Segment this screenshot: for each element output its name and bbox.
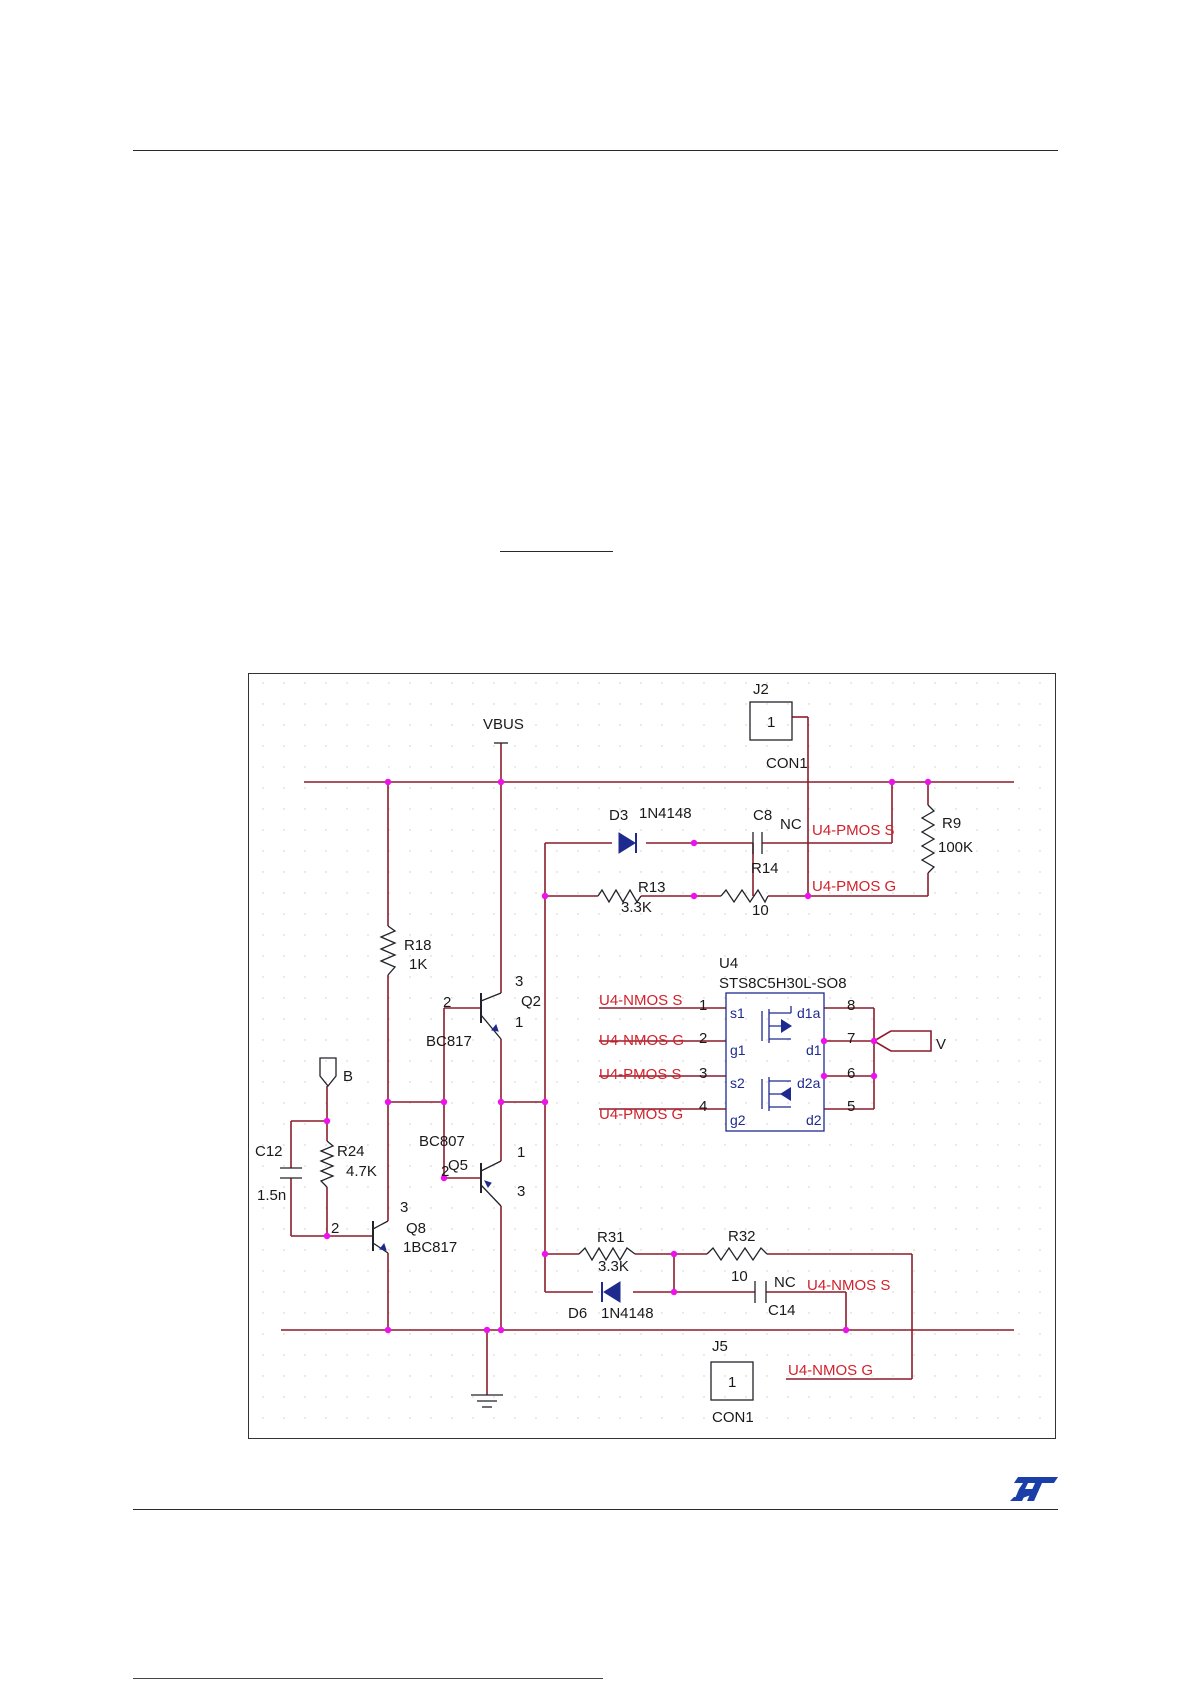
bottom-cut-line — [133, 1678, 603, 1679]
u4-pin3: 3 — [699, 1065, 707, 1082]
u4-g1: g1 — [730, 1042, 746, 1058]
r13-value: 3.3K — [621, 899, 652, 916]
u4-arrows — [780, 1019, 792, 1101]
footer-rule — [133, 1509, 1058, 1510]
j2-ref: J2 — [753, 681, 769, 698]
u4-d2: d2 — [806, 1112, 822, 1128]
u4-net-4: U4-PMOS G — [599, 1106, 683, 1123]
v-label: V — [936, 1036, 946, 1053]
r32-resistor — [706, 1246, 768, 1262]
r32-ref: R32 — [728, 1228, 756, 1245]
q2-pin1: 1 — [515, 1014, 523, 1031]
q8-type: 1BC817 — [403, 1239, 457, 1256]
j2-con: CON1 — [766, 755, 808, 772]
q8-pin2: 2 — [331, 1220, 339, 1237]
vbus-label: VBUS — [483, 716, 524, 733]
r24-resistor — [319, 1140, 335, 1188]
r9-value: 100K — [938, 839, 973, 856]
q8-ref: Q8 — [406, 1220, 426, 1237]
u4-s1: s1 — [730, 1005, 745, 1021]
q5-pin2: 2 — [441, 1163, 449, 1180]
r18-value: 1K — [409, 956, 427, 973]
r13-ref: R13 — [638, 879, 666, 896]
wires — [281, 716, 1014, 1395]
q5-pin1: 1 — [517, 1144, 525, 1161]
q2-ref: Q2 — [521, 993, 541, 1010]
r24-ref: R24 — [337, 1143, 365, 1160]
schematic-frame: VBUS J2 1 CON1 D3 1N4148 C8 NC R14 10 R1… — [248, 673, 1056, 1439]
q2-pin2: 2 — [443, 994, 451, 1011]
c12-ref: C12 — [255, 1143, 283, 1160]
u4-net-1: U4-NMOS S — [599, 992, 682, 1009]
r31-resistor — [578, 1246, 636, 1262]
u4-d1a: d1a — [797, 1005, 821, 1021]
c14-value: NC — [774, 1274, 796, 1291]
d6-value: 1N4148 — [601, 1305, 654, 1322]
b-label: B — [343, 1068, 353, 1085]
r31-ref: R31 — [597, 1229, 625, 1246]
r31-value: 3.3K — [598, 1258, 629, 1275]
schematic-diagram: VBUS J2 1 CON1 D3 1N4148 C8 NC R14 10 R1… — [249, 674, 1055, 1438]
u4-g2: g2 — [730, 1112, 746, 1128]
u4-d2a: d2a — [797, 1075, 821, 1091]
u4-pin4: 4 — [699, 1098, 707, 1115]
r14-ref: R14 — [751, 860, 779, 877]
u4-s2: s2 — [730, 1075, 745, 1091]
j5-ref: J5 — [712, 1338, 728, 1355]
q5-pin3: 3 — [517, 1183, 525, 1200]
r18-ref: R18 — [404, 937, 432, 954]
semiconductor-symbols — [379, 832, 637, 1303]
net-pmos-g: U4-PMOS G — [812, 878, 896, 895]
d6-ref: D6 — [568, 1305, 587, 1322]
net-nmos-g: U4-NMOS G — [788, 1362, 873, 1379]
grid-dots — [249, 674, 1055, 1438]
q2-type: BC817 — [426, 1033, 472, 1050]
components — [280, 701, 936, 1408]
u4-pin2: 2 — [699, 1030, 707, 1047]
d3-ref: D3 — [609, 807, 628, 824]
u4-pin7: 7 — [847, 1030, 855, 1047]
j5-con: CON1 — [712, 1409, 754, 1426]
u4-net-2: U4-NMOS G — [599, 1032, 684, 1049]
r18-resistor — [379, 925, 397, 976]
r14-resistor — [720, 888, 769, 904]
u4-ref: U4 — [719, 955, 738, 972]
q2-pin3: 3 — [515, 973, 523, 990]
j5-pin: 1 — [728, 1374, 736, 1391]
link-underline — [500, 551, 613, 552]
r14-value: 10 — [752, 902, 769, 919]
u4-pin8: 8 — [847, 997, 855, 1014]
junction-dots — [323, 778, 932, 1334]
st-logo-icon — [1010, 1477, 1058, 1501]
c14-ref: C14 — [768, 1302, 796, 1319]
j2-pin: 1 — [767, 714, 775, 731]
u4-pin5: 5 — [847, 1098, 855, 1115]
q5-ref: Q5 — [448, 1157, 468, 1174]
r32-value: 10 — [731, 1268, 748, 1285]
c8-value: NC — [780, 816, 802, 833]
r13-resistor — [597, 888, 642, 904]
q5-type: BC807 — [419, 1133, 465, 1150]
q8-pin3: 3 — [400, 1199, 408, 1216]
net-pmos-s: U4-PMOS S — [812, 822, 895, 839]
r24-value: 4.7K — [346, 1163, 377, 1180]
d3-value: 1N4148 — [639, 805, 692, 822]
c8-ref: C8 — [753, 807, 772, 824]
u4-net-3: U4-PMOS S — [599, 1066, 682, 1083]
u4-part: STS8C5H30L-SO8 — [719, 975, 847, 992]
u4-d1: d1 — [806, 1042, 822, 1058]
u4-pin1: 1 — [699, 997, 707, 1014]
header-rule — [133, 150, 1058, 151]
net-nmos-s: U4-NMOS S — [807, 1277, 890, 1294]
u4-pin6: 6 — [847, 1065, 855, 1082]
c12-value: 1.5n — [257, 1187, 286, 1204]
r9-ref: R9 — [942, 815, 961, 832]
r9-resistor — [920, 804, 936, 874]
